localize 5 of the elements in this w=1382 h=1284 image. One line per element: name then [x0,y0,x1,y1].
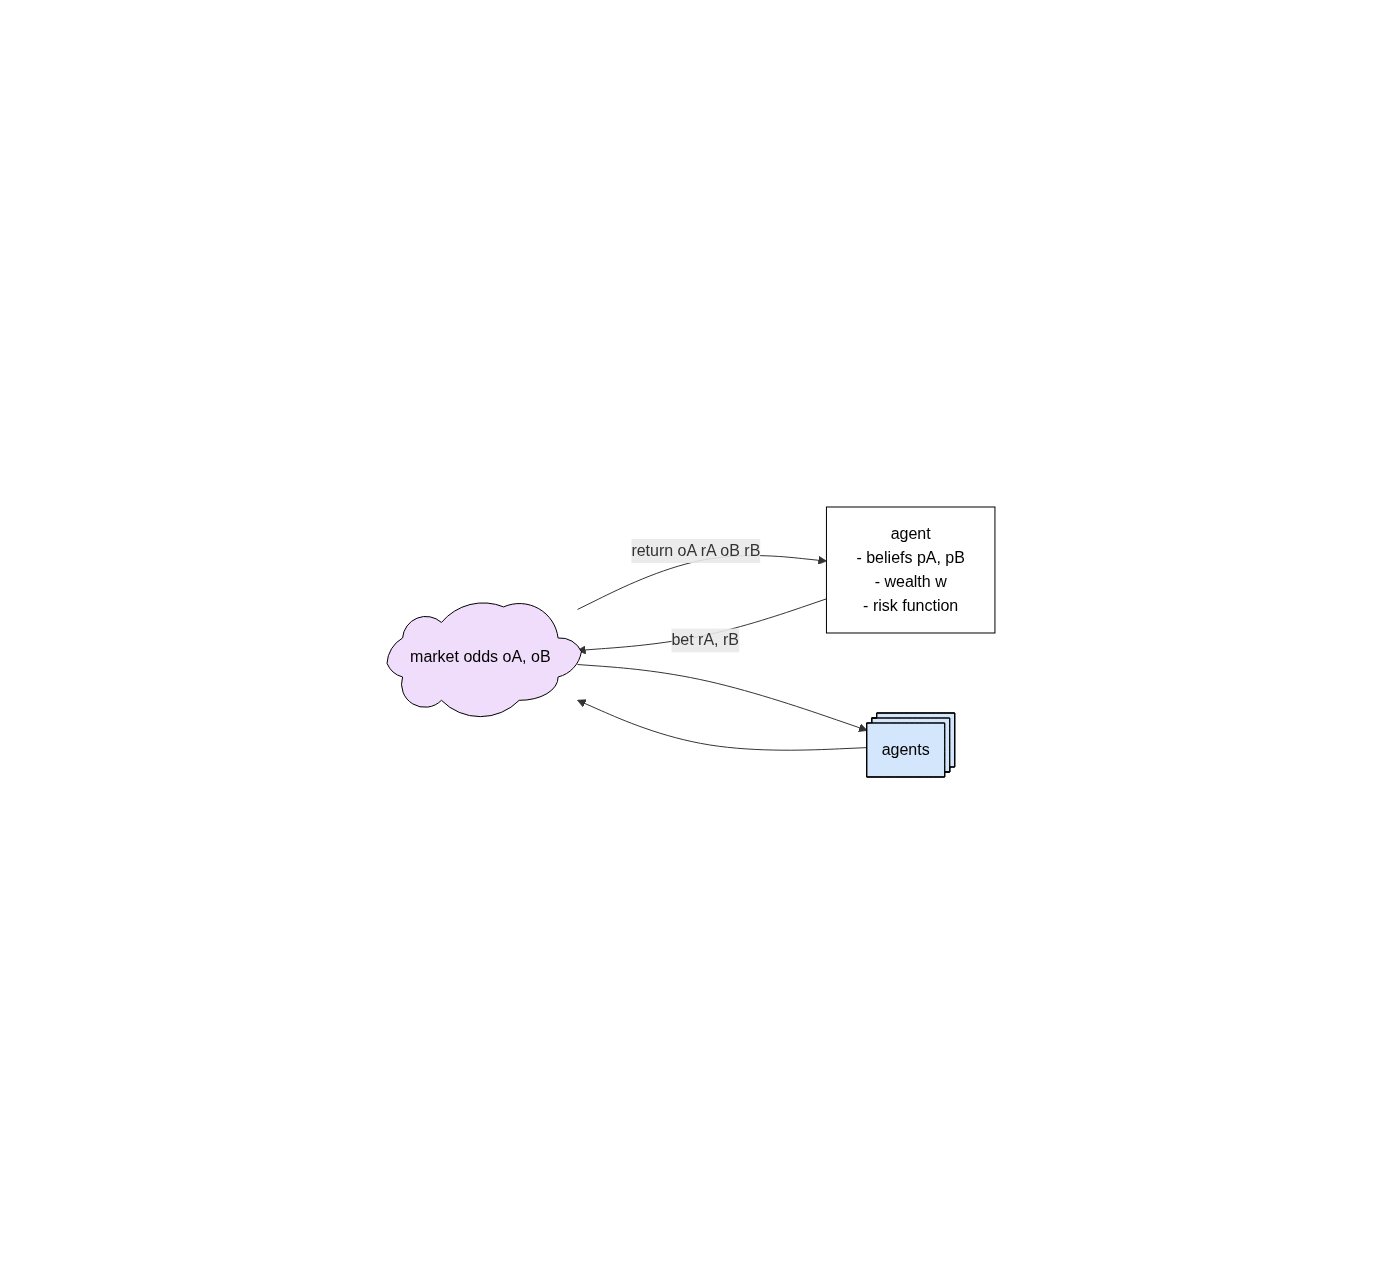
edge-label: bet rA, rB [671,631,739,649]
arrow [577,664,868,732]
arrow [577,699,868,751]
edge-label: return oA rA oB rB [631,542,761,560]
node-box: agent - beliefs pA, pB - wealth w - risk function [825,506,996,634]
